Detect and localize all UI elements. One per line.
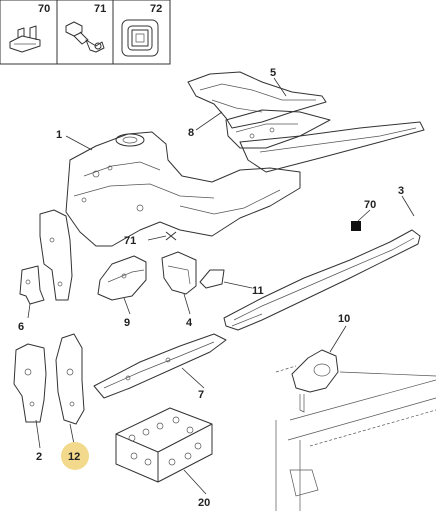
push-pin-clip-icon — [65, 21, 105, 53]
part-11-plate[interactable] — [199, 269, 225, 289]
callout-6[interactable]: 6 — [18, 321, 24, 333]
callout-10[interactable]: 10 — [338, 313, 350, 325]
part-9-support[interactable] — [97, 255, 147, 301]
callout-5[interactable]: 5 — [270, 67, 276, 79]
legend-label-71[interactable]: 71 — [94, 3, 106, 15]
leader-lines — [27, 77, 415, 495]
part-2-bracket[interactable] — [13, 343, 47, 423]
part-12-bracket[interactable] — [55, 333, 85, 425]
grommet-plug-icon — [121, 19, 159, 57]
callout-20[interactable]: 20 — [198, 497, 210, 509]
callout-1[interactable]: 1 — [56, 129, 62, 141]
legend-label-72[interactable]: 72 — [150, 3, 162, 15]
part-20-fastener-kit[interactable] — [115, 407, 213, 483]
side-member-rear[interactable] — [239, 121, 425, 173]
part-6-bracket[interactable] — [19, 265, 45, 305]
callout-4[interactable]: 4 — [186, 317, 193, 329]
front-end-bracket[interactable] — [39, 209, 73, 301]
part-1-front-side-member[interactable] — [65, 131, 301, 247]
callout-2[interactable]: 2 — [36, 451, 42, 463]
callout-9[interactable]: 9 — [124, 317, 130, 329]
part-5-upper-rail[interactable] — [187, 71, 327, 129]
part-4-support[interactable] — [161, 251, 197, 295]
callout-12[interactable]: 12 — [68, 451, 80, 463]
part-71-clip-marker[interactable] — [165, 231, 177, 241]
callout-70[interactable]: 70 — [364, 199, 376, 211]
callout-7[interactable]: 7 — [198, 389, 204, 401]
part-3-lower-rail[interactable] — [223, 229, 421, 331]
legend-panel: 70 71 72 — [0, 0, 171, 65]
callout-11[interactable]: 11 — [252, 285, 264, 297]
callout-8[interactable]: 8 — [188, 127, 194, 139]
clip-bracket-icon — [9, 25, 41, 53]
body-floor-context — [275, 365, 437, 511]
callout-3[interactable]: 3 — [398, 185, 404, 197]
highlight-circle-12 — [61, 442, 89, 470]
part-70-marker[interactable] — [351, 221, 361, 231]
part-10-bracket[interactable] — [291, 349, 339, 413]
part-7-crossmember[interactable] — [93, 333, 227, 399]
legend-frame — [0, 0, 171, 65]
callout-71[interactable]: 71 — [124, 235, 136, 247]
legend-label-70[interactable]: 70 — [38, 3, 50, 15]
